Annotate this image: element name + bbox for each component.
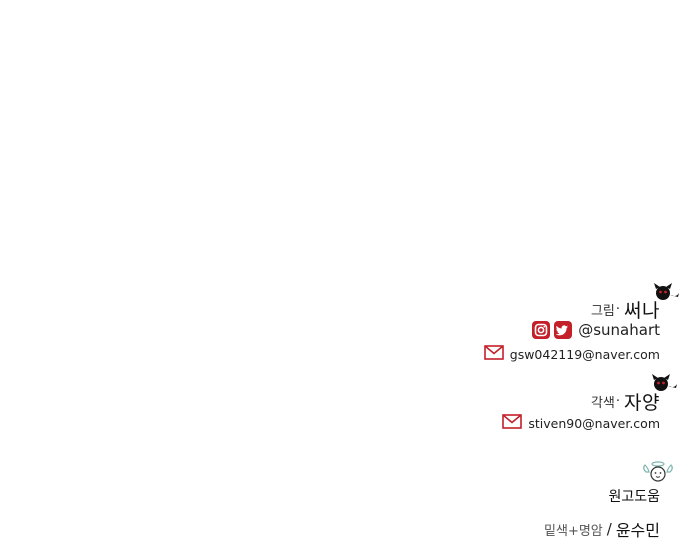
assistance-separator: /	[606, 520, 612, 538]
devil-mascot-icon	[654, 283, 679, 300]
adaptation-credit-row: 각색 · 자양	[591, 388, 660, 415]
art-credit-row: 그림 · 써나	[591, 296, 660, 323]
twitter-icon[interactable]	[554, 321, 573, 339]
art-email-row: gsw042119@naver.com	[483, 345, 660, 364]
assistance-detail-row: 밑색+명암 / 윤수민	[544, 517, 660, 541]
adaptation-writer-name: 자양	[624, 392, 660, 414]
assistance-title: 원고도움	[608, 489, 660, 505]
mail-icon	[502, 414, 523, 433]
social-handle[interactable]: @sunahart	[578, 321, 660, 339]
assistance-role: 밑색+명암	[544, 523, 603, 539]
art-role-label: 그림	[590, 304, 615, 319]
assistance-title-row: 원고도움	[608, 486, 660, 506]
assistance-name: 윤수민	[615, 521, 660, 540]
art-email[interactable]: gsw042119@naver.com	[509, 347, 660, 362]
adaptation-email-row: stiven90@naver.com	[502, 414, 660, 433]
art-dot: ·	[615, 302, 621, 317]
devil-mascot-icon	[652, 374, 677, 391]
angel-mascot-icon	[643, 461, 673, 482]
adaptation-role-label: 각색	[590, 396, 615, 411]
instagram-icon[interactable]	[532, 321, 551, 339]
mail-icon	[483, 345, 504, 364]
adaptation-dot: ·	[615, 394, 621, 409]
social-handle-row: @sunahart	[532, 321, 660, 339]
art-artist-name: 써나	[624, 300, 660, 322]
adaptation-email[interactable]: stiven90@naver.com	[528, 416, 660, 431]
